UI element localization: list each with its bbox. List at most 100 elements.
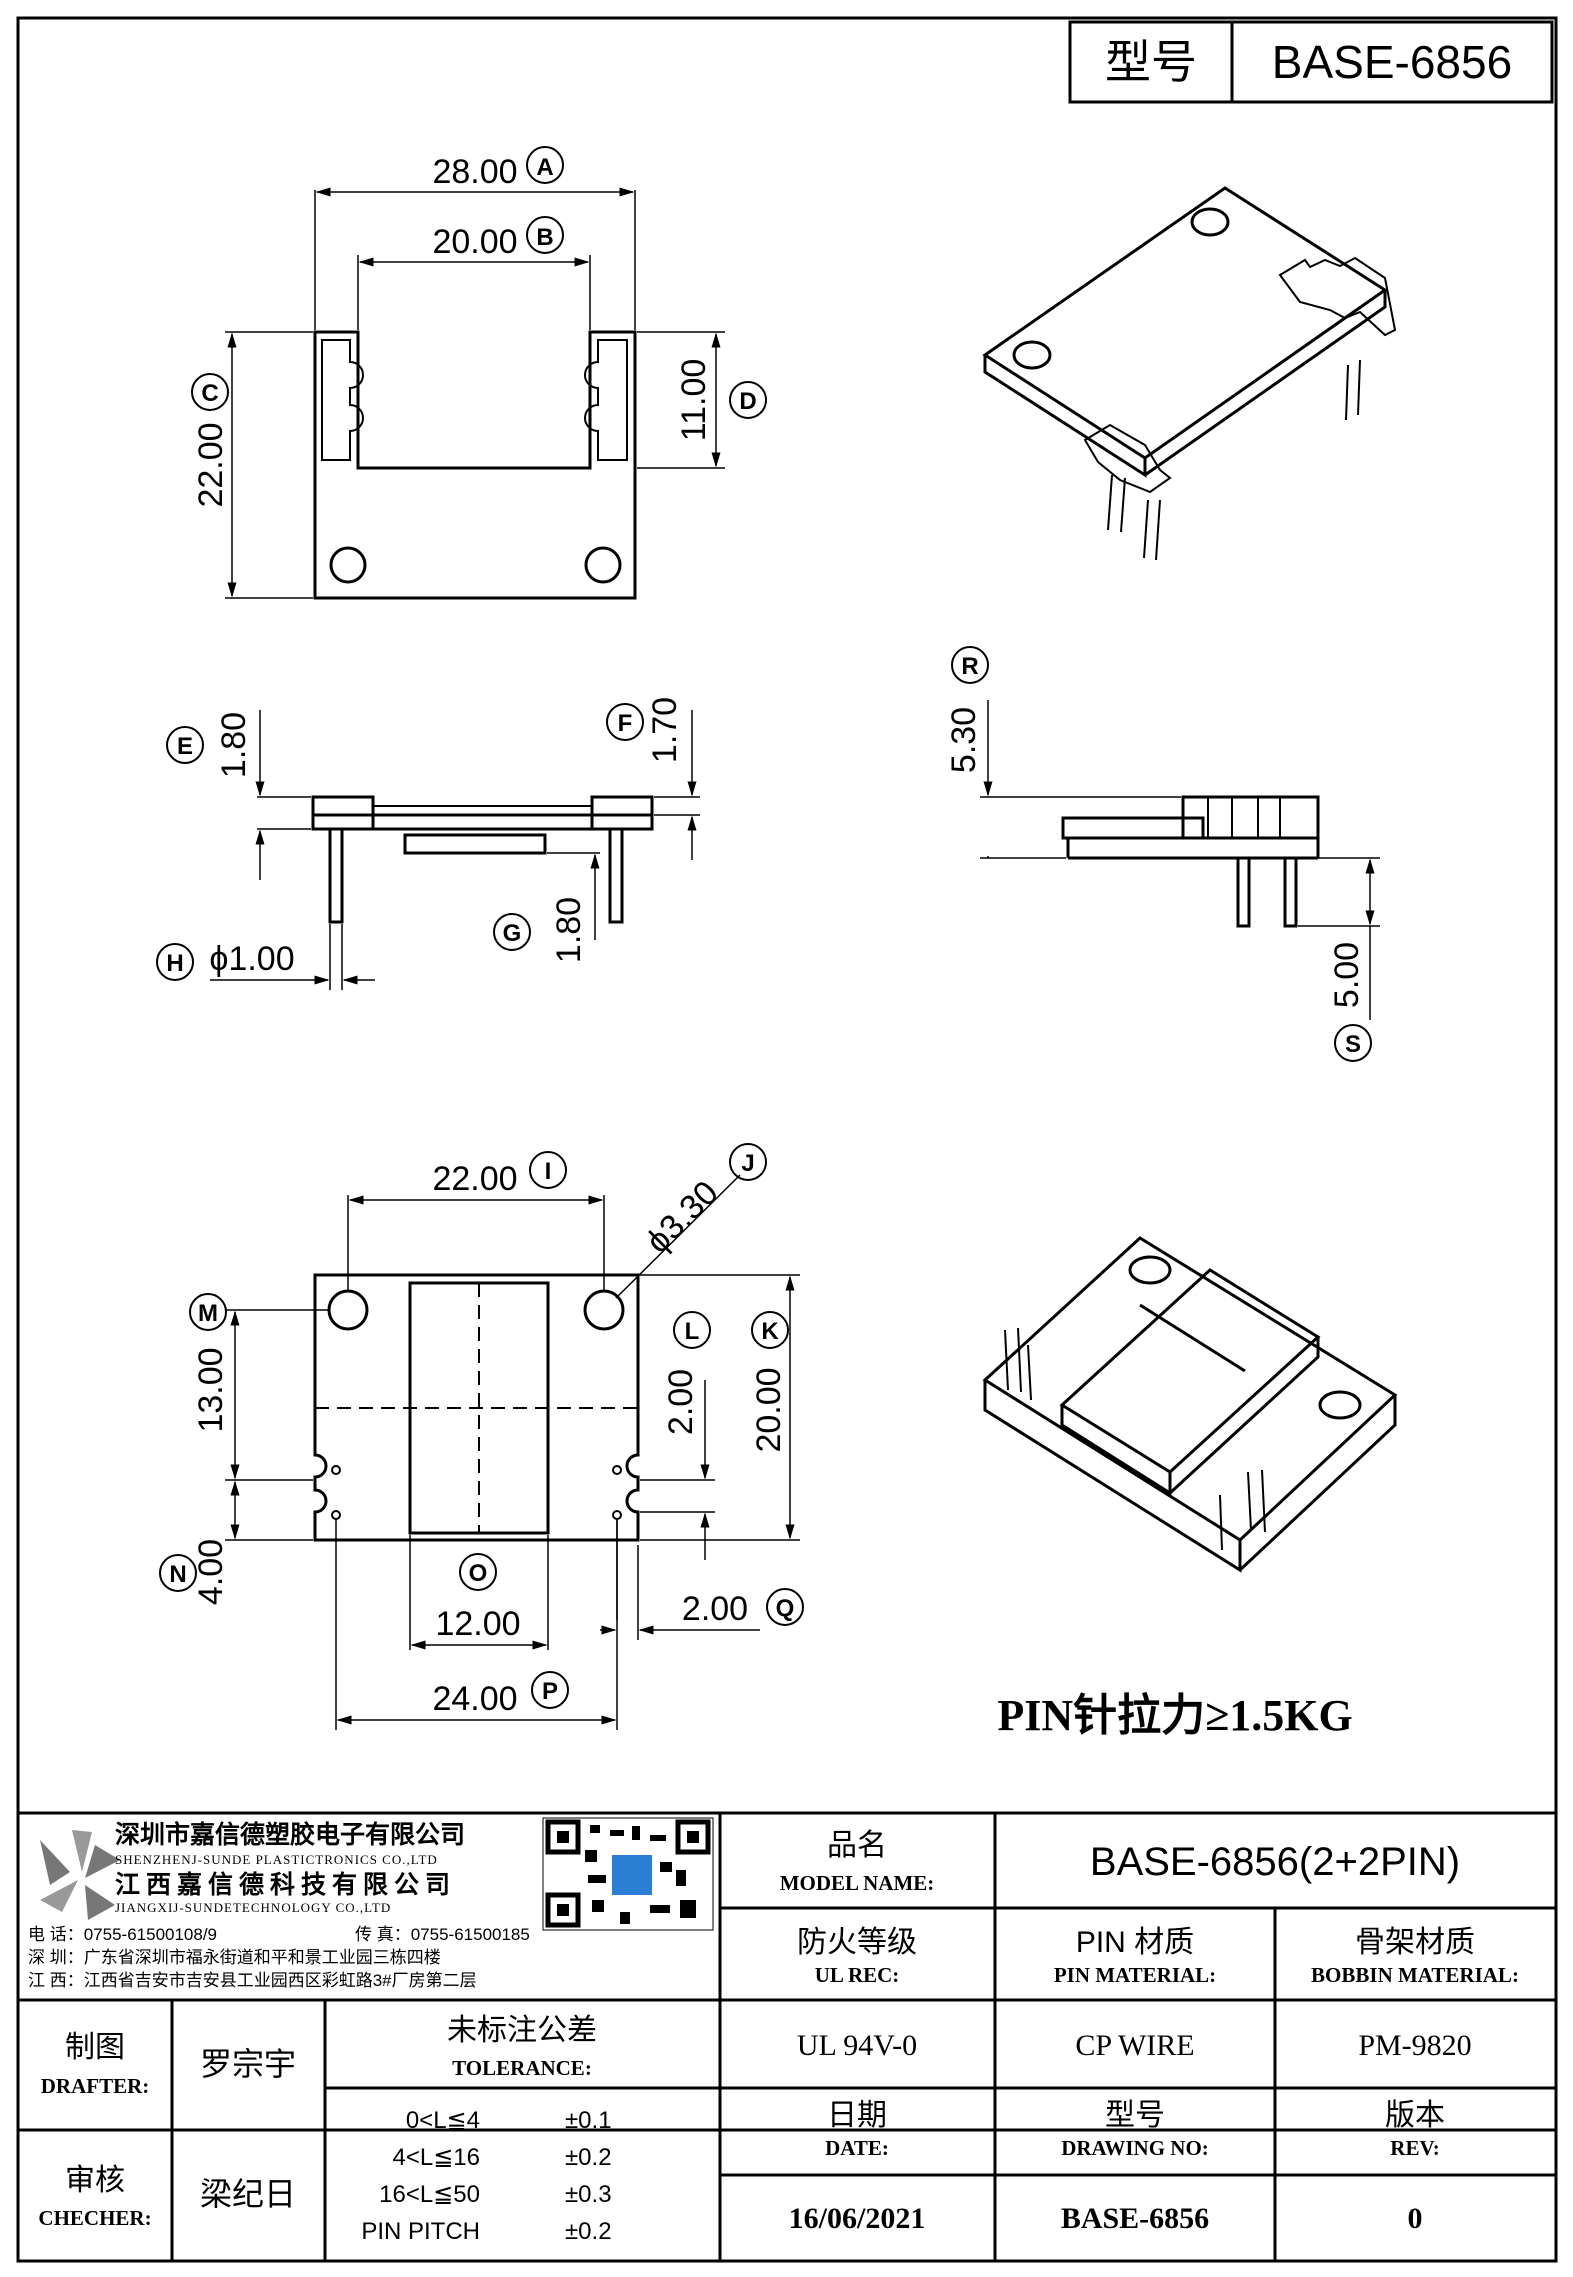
date-en: DATE: [825, 2136, 889, 2160]
checker-cn: 审核 [65, 2164, 125, 2197]
ul-en: UL REC: [815, 1963, 900, 1987]
dim-H-value: ϕ1.00 [209, 940, 294, 978]
dim-S-value: 5.00 [1328, 942, 1366, 1008]
mounting-hole [584, 546, 622, 584]
ul-cn: 防火等级 [797, 1926, 917, 1959]
qr-code [542, 1817, 714, 1931]
bobbin-value: PM-9820 [1358, 2029, 1471, 2062]
svg-text:G: G [503, 920, 522, 947]
bobbin-mat-en: BOBBIN MATERIAL: [1311, 1963, 1519, 1987]
company-addr-jx: 江 西：江西省吉安市吉安县工业园西区彩虹路3#厂房第二层 [28, 1971, 477, 1990]
rev-value: 0 [1408, 2202, 1423, 2235]
title-box-top: 型号 BASE-6856 [1068, 20, 1554, 104]
svg-text:Q: Q [776, 1595, 795, 1622]
tol-range: 4<L≦16 [392, 2144, 480, 2171]
side-view [1061, 795, 1320, 928]
front-view-dim-labels: 1.80 E 1.70 F 1.80 G ϕ1.00 H [156, 697, 684, 981]
tolerance-cn: 未标注公差 [447, 2014, 597, 2047]
title-block [18, 1811, 1556, 2261]
top-view-dimensions [225, 187, 725, 599]
pin-value: CP WIRE [1075, 2029, 1194, 2062]
bottom-view [313, 1273, 640, 1542]
company-fax: 传 真：0755-61500185 [355, 1925, 530, 1944]
svg-text:B: B [536, 224, 553, 251]
svg-text:A: A [536, 154, 553, 181]
top-view-dim-labels: 28.00 A 20.00 B 22.00 C 11.00 D [191, 146, 767, 508]
dim-K-value: 20.00 [750, 1367, 788, 1452]
dwg-cn: 型号 [1105, 2099, 1165, 2132]
dim-F-value: 1.70 [646, 697, 684, 763]
svg-text:K: K [761, 1318, 779, 1345]
pin-mat-en: PIN MATERIAL: [1054, 1963, 1216, 1987]
rev-cn: 版本 [1385, 2099, 1445, 2132]
rev-en: REV: [1390, 2136, 1439, 2160]
pin-mat-cn: PIN 材质 [1076, 1926, 1194, 1959]
dim-Q-value: 2.00 [682, 1590, 748, 1628]
svg-text:M: M [198, 1300, 218, 1327]
company-name-jx: 江西嘉信德科技有限公司 [115, 1870, 456, 1899]
dim-O-value: 12.00 [435, 1605, 520, 1643]
svg-text:N: N [169, 1561, 186, 1588]
svg-text:P: P [542, 1678, 558, 1705]
date-value: 16/06/2021 [789, 2202, 926, 2235]
tol-value: ±0.1 [565, 2107, 612, 2134]
dim-R-value: 5.30 [945, 707, 983, 773]
front-view-dimensions [210, 710, 700, 990]
side-view-dim-labels: 5.30 R 5.00 S [945, 646, 1372, 1062]
top-view [313, 330, 637, 600]
drafter-cn: 制图 [65, 2031, 125, 2064]
company-addr-sz: 深 圳：广东省深圳市福永街道和平和景工业园三栋四楼 [28, 1948, 441, 1967]
svg-text:J: J [741, 1150, 754, 1177]
checker-name: 梁纪日 [200, 2176, 296, 2212]
svg-text:F: F [618, 710, 633, 737]
company-name-sz: 深圳市嘉信德塑胶电子有限公司 [115, 1820, 465, 1849]
bobbin-mat-cn: 骨架材质 [1355, 1926, 1475, 1959]
drafter-en: DRAFTER: [41, 2074, 150, 2098]
dim-P-value: 24.00 [432, 1680, 517, 1718]
tol-range: 0<L≦4 [406, 2107, 480, 2134]
date-cn: 日期 [827, 2099, 887, 2132]
tol-range: PIN PITCH [361, 2218, 480, 2245]
tolerance-en: TOLERANCE: [452, 2056, 592, 2080]
svg-text:L: L [685, 1318, 700, 1345]
tol-value: ±0.2 [565, 2218, 612, 2245]
tol-value: ±0.3 [565, 2181, 612, 2208]
mounting-hole [327, 1289, 369, 1331]
dim-M-value: 13.00 [192, 1347, 230, 1432]
mounting-hole [329, 546, 367, 584]
title-label: 型号 [1105, 36, 1197, 88]
dim-L-value: 2.00 [662, 1369, 700, 1435]
dim-B-value: 20.00 [432, 223, 517, 261]
dim-A-value: 28.00 [432, 153, 517, 191]
svg-text:D: D [739, 388, 756, 415]
dim-J-value: ϕ3.30 [639, 1174, 726, 1261]
company-logo [40, 1830, 120, 1920]
company-name-sz-en: SHENZHENJ-SUNDE PLASTICTRONICS CO.,LTD [115, 1852, 438, 1867]
bottom-view-dim-labels: 22.00 I ϕ3.30 J 20.00 K 2.00 L 13.00 M 4… [159, 1143, 804, 1718]
dim-I-value: 22.00 [432, 1160, 517, 1198]
company-name-jx-en: JIANGXIJ-SUNDETECHNOLOGY CO.,LTD [115, 1900, 391, 1915]
isometric-view-top [982, 186, 1397, 561]
svg-text:E: E [177, 733, 193, 760]
svg-text:R: R [961, 653, 978, 680]
company-tel: 电 话：0755-61500108/9 [28, 1925, 217, 1944]
svg-text:O: O [469, 1560, 488, 1587]
side-view-dimensions [980, 700, 1380, 1020]
dim-G-value: 1.80 [550, 897, 588, 963]
drafter-name: 罗宗宇 [200, 2046, 296, 2082]
sheet-border [16, 16, 1558, 2263]
model-name-cn: 品名 [827, 1829, 887, 1862]
front-view [311, 795, 654, 924]
dwg-value: BASE-6856 [1061, 2202, 1209, 2235]
company-block: 深圳市嘉信德塑胶电子有限公司 SHENZHENJ-SUNDE PLASTICTR… [28, 1817, 714, 1990]
ul-value: UL 94V-0 [797, 2029, 917, 2062]
title-model: BASE-6856 [1272, 36, 1512, 88]
mounting-hole [583, 1289, 625, 1331]
svg-text:H: H [166, 950, 183, 977]
dim-D-value: 11.00 [675, 359, 713, 442]
svg-text:S: S [1345, 1031, 1361, 1058]
title-block-text: 品名 MODEL NAME: BASE-6856(2+2PIN) 防火等级 UL… [38, 1829, 1519, 2245]
dim-N-value: 4.00 [192, 1539, 230, 1605]
dim-E-value: 1.80 [215, 712, 253, 778]
